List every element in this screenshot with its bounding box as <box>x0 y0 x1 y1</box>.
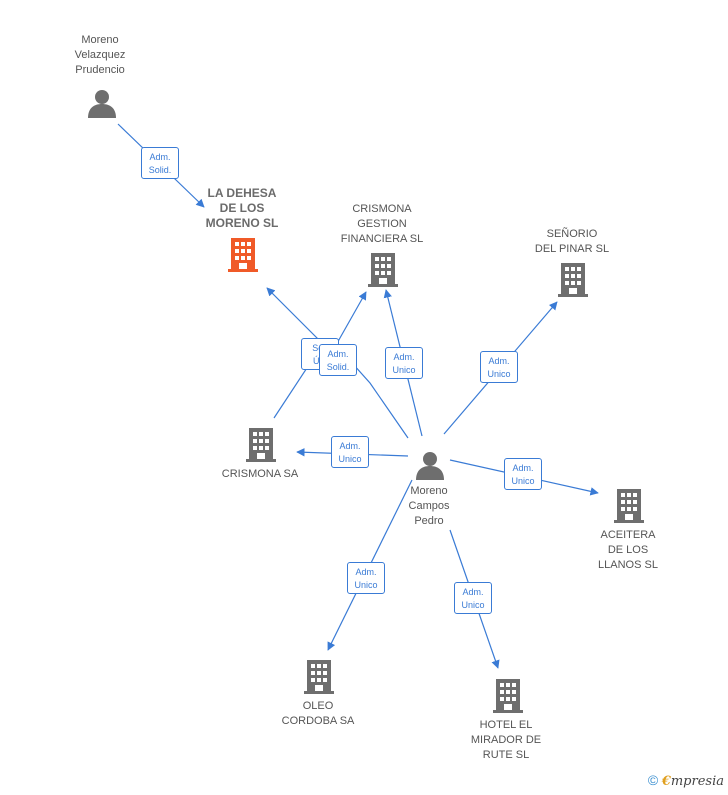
label-line: Campos <box>408 500 450 512</box>
edge-label-line: Unico <box>461 600 485 610</box>
brand-logo: €mpresia <box>662 774 724 789</box>
edge-label-adm-unico[interactable]: Adm. Unico <box>480 351 518 383</box>
footer-brand: © €mpresia <box>648 772 724 789</box>
brand-logo-text: mpresia <box>670 774 724 789</box>
edge-label-adm-unico[interactable]: Adm. Unico <box>347 562 385 594</box>
edge-label-adm-solid[interactable]: Adm. Solid. <box>141 147 179 179</box>
label-line: CRISMONA <box>352 203 412 215</box>
label-line: OLEO <box>302 700 334 712</box>
label-line: CORDOBA SA <box>281 715 355 727</box>
label-line: Velazquez <box>74 49 126 61</box>
label-line: CRISMONA SA <box>221 468 299 480</box>
node-label-crismona-sa[interactable]: CRISMONA SA <box>222 467 298 482</box>
label-line: ACEITERA <box>600 529 656 541</box>
label-line: DE LOS <box>219 201 265 215</box>
person-icon[interactable] <box>416 452 444 480</box>
node-icons <box>88 90 644 713</box>
label-line: SEÑORIO <box>546 228 598 240</box>
node-label-oleo[interactable]: OLEO CORDOBA SA <box>282 699 355 729</box>
edge-label-adm-unico[interactable]: Adm. Unico <box>331 436 369 468</box>
node-label-crismona-gestion[interactable]: CRISMONA GESTION FINANCIERA SL <box>341 202 424 247</box>
node-label-senorio[interactable]: SEÑORIO DEL PINAR SL <box>535 227 609 257</box>
brand-logo-e: € <box>661 774 671 789</box>
label-line: MORENO SL <box>205 216 279 230</box>
label-line: HOTEL EL <box>479 719 533 731</box>
edge-label-adm-unico[interactable]: Adm. Unico <box>385 347 423 379</box>
building-icon[interactable] <box>246 428 276 462</box>
node-label-aceitera[interactable]: ACEITERA DE LOS LLANOS SL <box>598 528 658 573</box>
edge-label-line: Adm. <box>512 463 534 473</box>
node-label-moreno-campos[interactable]: Moreno Campos Pedro <box>409 484 450 529</box>
edge-label-line: Adm. <box>339 441 361 451</box>
edge-label-line: Adm. <box>393 352 415 362</box>
edge-label-line: Adm. <box>355 567 377 577</box>
edge-label-line: Adm. <box>488 356 510 366</box>
edge-label-adm-unico[interactable]: Adm. Unico <box>504 458 542 490</box>
label-line: RUTE SL <box>482 749 530 761</box>
edge-label-line: Solid. <box>148 165 172 175</box>
edge-label-line: Unico <box>354 580 378 590</box>
label-line: Pedro <box>414 515 444 527</box>
building-icon[interactable] <box>304 660 334 694</box>
edge-label-adm-unico[interactable]: Adm. Unico <box>454 582 492 614</box>
edge-label-adm-solid[interactable]: Adm. Solid. <box>319 344 357 376</box>
building-icon[interactable] <box>558 263 588 297</box>
edge-label-line: Unico <box>487 369 511 379</box>
label-line: LA DEHESA <box>207 186 277 200</box>
copyright-symbol: © <box>647 772 659 788</box>
edge-label-line: Adm. <box>149 152 171 162</box>
label-line: DE LOS <box>607 544 649 556</box>
label-line: DEL PINAR SL <box>534 243 610 255</box>
building-icon[interactable] <box>368 253 398 287</box>
building-icon[interactable] <box>228 238 258 272</box>
edge-label-line: Unico <box>392 365 416 375</box>
edge-label-line: Solid. <box>326 362 350 372</box>
edge-label-line: Unico <box>511 476 535 486</box>
node-label-moreno-velazquez[interactable]: Moreno Velazquez Prudencio <box>75 33 126 78</box>
edge-label-line: Adm. <box>462 587 484 597</box>
building-icon[interactable] <box>493 679 523 713</box>
label-line: MIRADOR DE <box>470 734 542 746</box>
person-icon[interactable] <box>88 90 116 118</box>
building-icon[interactable] <box>614 489 644 523</box>
label-line: Moreno <box>81 34 119 46</box>
edge-label-line: Unico <box>338 454 362 464</box>
label-line: Prudencio <box>75 64 125 76</box>
node-label-hotel[interactable]: HOTEL EL MIRADOR DE RUTE SL <box>471 718 541 763</box>
label-line: Moreno <box>410 485 448 497</box>
node-label-la-dehesa[interactable]: LA DEHESA DE LOS MORENO SL <box>206 186 279 231</box>
label-line: LLANOS SL <box>598 559 658 571</box>
edge-label-line: Adm. <box>327 349 349 359</box>
edge-line-crismona-sa-dehesa <box>266 287 323 344</box>
label-line: GESTION <box>357 218 407 230</box>
label-line: FINANCIERA SL <box>340 233 424 245</box>
